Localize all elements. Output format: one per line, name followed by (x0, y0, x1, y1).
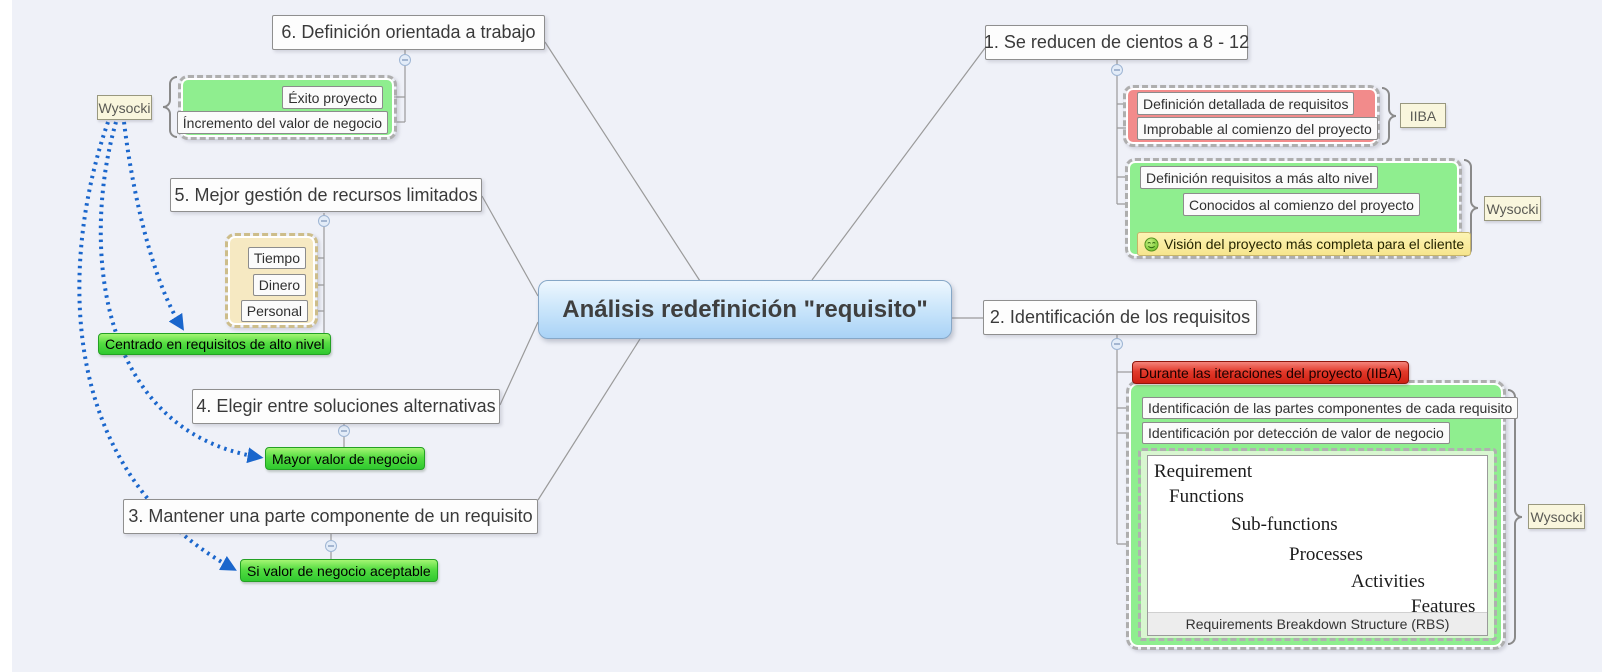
topic-3[interactable]: 3. Mantener una parte componente de un r… (123, 499, 538, 534)
node-si-valor-aceptable[interactable]: Si valor de negocio aceptable (240, 559, 438, 582)
label-wysocki-left[interactable]: Wysocki (97, 95, 152, 120)
node-definicion-alto-nivel[interactable]: Definición requisitos a más alto nivel (1140, 166, 1379, 189)
rbs-caption: Requirements Breakdown Structure (RBS) (1148, 612, 1487, 635)
collapse-icon[interactable] (1111, 64, 1123, 76)
node-identificacion-partes[interactable]: Identificación de las partes componentes… (1142, 397, 1519, 419)
relationship-arrows (77, 121, 264, 571)
node-identificacion-deteccion[interactable]: Identificación por detección de valor de… (1142, 422, 1450, 444)
collapse-icon[interactable] (1111, 338, 1123, 350)
node-tiempo[interactable]: Tiempo (247, 247, 306, 269)
collapse-icon[interactable] (399, 54, 411, 66)
node-vision-proyecto[interactable]: Visión del proyecto más completa para el… (1137, 232, 1472, 256)
node-personal[interactable]: Personal (240, 300, 308, 322)
collapse-icon[interactable] (318, 215, 330, 227)
collapse-icons (318, 54, 1302, 552)
label-wysocki-bottom[interactable]: Wysocki (1528, 504, 1585, 529)
topic-6[interactable]: 6. Definición orientada a trabajo (272, 15, 545, 50)
node-definicion-detallada[interactable]: Definición detallada de requisitos (1137, 92, 1355, 115)
central-topic[interactable]: Análisis redefinición "requisito" (538, 280, 952, 339)
arrow-to-centrado (122, 121, 184, 331)
node-improbable-comienzo[interactable]: Improbable al comienzo del proyecto (1137, 117, 1378, 140)
label-iiba[interactable]: IIBA (1400, 103, 1446, 128)
arrow-to-mayor-valor (98, 121, 264, 464)
smiley-icon (1144, 236, 1159, 252)
rbs-image[interactable]: Requirement Functions Sub-functions Proc… (1147, 455, 1488, 636)
brace-iiba (1381, 87, 1397, 145)
topic-2[interactable]: 2. Identificación de los requisitos (983, 300, 1257, 335)
brace-wysocki-left (162, 76, 178, 138)
canvas-left-margin (0, 0, 12, 672)
rbs-level-activities: Activities (1351, 571, 1425, 592)
rbs-level-processes: Processes (1289, 544, 1363, 565)
node-incremento-valor[interactable]: Íncremento del valor de negocio (176, 111, 388, 134)
topic-links (481, 41, 986, 501)
node-durante-iteraciones[interactable]: Durante las iteraciones del proyecto (II… (1132, 361, 1410, 384)
node-dinero[interactable]: Dinero (252, 274, 306, 296)
vision-proyecto-text: Visión del proyecto más completa para el… (1164, 236, 1465, 252)
topic-1[interactable]: 1. Se reducen de cientos a 8 - 12 (984, 25, 1249, 60)
arrow-to-si-valor (77, 121, 237, 571)
rbs-level-subfunctions: Sub-functions (1231, 514, 1338, 535)
rbs-level-requirement: Requirement (1154, 461, 1253, 482)
rbs-level-functions: Functions (1169, 486, 1244, 507)
node-mayor-valor[interactable]: Mayor valor de negocio (265, 447, 425, 470)
brace-wysocki-bottom (1507, 389, 1523, 645)
collapse-icon[interactable] (338, 425, 350, 437)
topic-4[interactable]: 4. Elegir entre soluciones alternativas (192, 389, 500, 424)
node-conocidos-comienzo[interactable]: Conocidos al comienzo del proyecto (1183, 193, 1420, 216)
node-exito-proyecto[interactable]: Éxito proyecto (282, 86, 383, 109)
topic-5[interactable]: 5. Mejor gestión de recursos limitados (170, 178, 482, 212)
collapse-icon[interactable] (325, 540, 337, 552)
label-wysocki-top[interactable]: Wysocki (1484, 196, 1541, 221)
node-centrado-requisitos[interactable]: Centrado en requisitos de alto nivel (98, 333, 332, 355)
rbs-level-features: Features (1411, 596, 1476, 617)
